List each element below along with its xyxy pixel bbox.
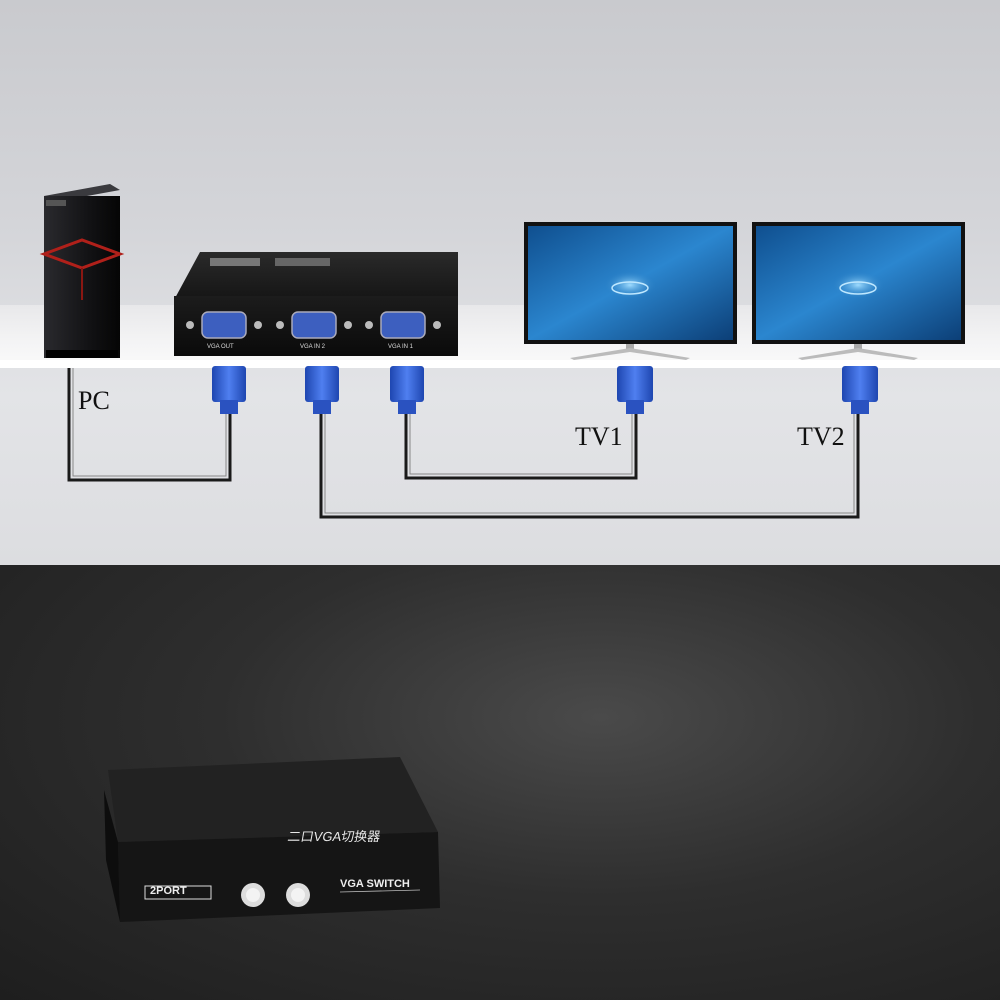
vga-connector-3	[390, 366, 424, 414]
port-badge: 2PORT	[150, 885, 187, 897]
port-label-in1: VGA IN 1	[388, 344, 414, 350]
port-label-out: VGA OUT	[207, 344, 234, 350]
vga-switch-bottom	[104, 757, 440, 922]
vga-connector-4	[617, 366, 653, 414]
switch-title: VGA SWITCH	[340, 878, 410, 890]
shelf-edge	[0, 360, 1000, 368]
switch-chinese-label: 二口VGA切换器	[286, 829, 382, 844]
vga-connector-1	[212, 366, 246, 414]
vga-port-in2	[276, 311, 352, 339]
vga-switch-top	[174, 252, 458, 356]
pc-tower	[39, 184, 125, 358]
monitor-tv2	[752, 222, 965, 360]
tv1-label: TV1	[575, 422, 623, 451]
vga-port-in1	[365, 311, 441, 339]
vga-port-out	[186, 311, 262, 339]
pc-label: PC	[78, 386, 110, 415]
port-label-in2: VGA IN 2	[300, 344, 326, 350]
cables	[67, 368, 860, 519]
vga-connector-2	[305, 366, 339, 414]
vga-connector-5	[842, 366, 878, 414]
tv2-label: TV2	[797, 422, 845, 451]
monitor-tv1	[524, 222, 737, 360]
